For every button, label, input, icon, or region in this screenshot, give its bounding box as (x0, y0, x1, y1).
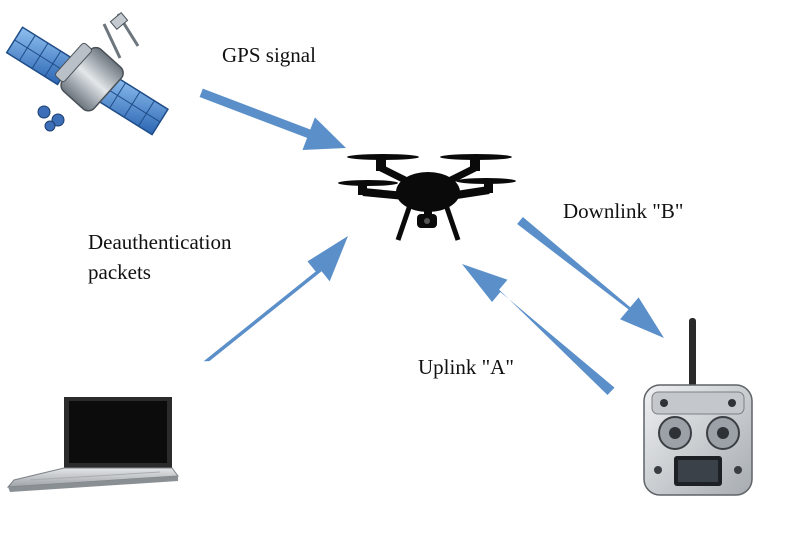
laptop-icon (8, 397, 178, 492)
remote-controller-icon (644, 318, 752, 495)
gps-signal-label: GPS signal (222, 40, 316, 70)
drone-icon (338, 154, 516, 240)
downlink-label: Downlink "B" (563, 196, 683, 226)
deauth-packets-label: Deauthentication packets (88, 227, 231, 287)
gps-signal-arrow (200, 89, 346, 150)
uplink-label: Uplink "A" (418, 352, 514, 382)
deauth-label-line2: packets (88, 257, 231, 287)
satellite-icon (7, 13, 168, 135)
deauth-label-line1: Deauthentication (88, 227, 231, 257)
downlink-arrow (517, 217, 664, 338)
